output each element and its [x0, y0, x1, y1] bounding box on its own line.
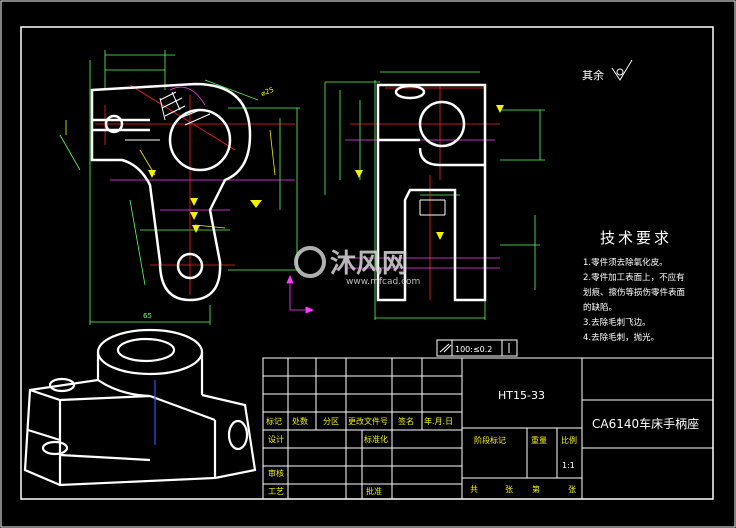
- approve-label: 批准: [366, 486, 382, 496]
- watermark-logo-icon: [294, 246, 326, 278]
- roughness-label: 其余: [582, 68, 604, 82]
- total-label: 共: [470, 485, 478, 494]
- scale-value: 1:1: [562, 461, 575, 470]
- side-view-dimensions: [324, 71, 545, 320]
- header-change-doc: 更改文件号: [348, 416, 388, 426]
- title-block-lines: [262, 357, 714, 500]
- tolerance-value: 100:≤0.2: [455, 345, 492, 354]
- notes-title: 技术要求: [600, 229, 672, 247]
- total-unit: 张: [505, 485, 513, 494]
- note-line-4: 的缺陷。: [583, 302, 617, 313]
- front-view-magenta: [110, 86, 315, 314]
- review-label: 审核: [268, 468, 284, 478]
- note-line-2: 2.零件加工表面上，不应有: [583, 272, 685, 283]
- front-view-dimensions: [59, 50, 300, 325]
- side-view: 100:≤0.2: [324, 71, 545, 357]
- material-text: HT15-33: [498, 389, 545, 402]
- lever-hatch: [159, 91, 211, 126]
- header-sign: 签名: [398, 416, 414, 426]
- tolerance-frame: 100:≤0.2: [436, 339, 518, 357]
- front-width-dimension: 65: [143, 312, 152, 320]
- stage-mark-label: 阶段标记: [474, 435, 506, 445]
- watermark: 沐风网 www.mfcad.com: [294, 246, 420, 287]
- isometric-view: [23, 328, 257, 487]
- process-label: 工艺: [268, 487, 284, 496]
- front-view-centerlines: [95, 84, 295, 295]
- sheet-label: 第: [532, 484, 540, 494]
- title-block-text: HT15-33 CA6140车床手柄座 标记 处数 分区 更改文件号 签名 年.…: [266, 389, 699, 496]
- roughness-symbol-icon: [611, 59, 633, 81]
- note-line-6: 4.去除毛刺，抛光。: [583, 332, 659, 343]
- side-hidden: [419, 199, 446, 216]
- standardize-label: 标准化: [364, 434, 388, 444]
- scale-label: 比例: [561, 435, 577, 445]
- note-line-1: 1.零件须去除氧化皮。: [583, 257, 668, 268]
- design-label: 设计: [268, 434, 284, 444]
- roughness-note: 其余: [582, 59, 633, 82]
- part-name: CA6140车床手柄座: [592, 416, 699, 431]
- watermark-url: www.mfcad.com: [346, 277, 420, 287]
- watermark-brand: 沐风网: [330, 249, 408, 279]
- front-hole-dimension: ⌀25: [260, 86, 275, 98]
- side-roughness-marks: [355, 105, 504, 240]
- header-date: 年.月.日: [424, 416, 453, 426]
- note-line-5: 3.去除毛刺飞边。: [583, 317, 651, 328]
- front-roughness-marks: [148, 170, 262, 233]
- header-count: 处数: [292, 416, 308, 426]
- header-mark: 标记: [266, 416, 282, 426]
- lever-outline: [90, 82, 252, 302]
- note-line-3: 划痕、擦伤等损伤零件表面: [583, 287, 686, 298]
- header-zone: 分区: [323, 417, 339, 426]
- weight-label: 重量: [531, 435, 547, 445]
- front-view: 65 ⌀25: [59, 50, 315, 325]
- technical-notes: 技术要求 1.零件须去除氧化皮。 2.零件加工表面上，不应有 划痕、擦伤等损伤零…: [583, 229, 686, 343]
- side-outline: [376, 83, 487, 302]
- sheet-unit: 张: [568, 485, 576, 494]
